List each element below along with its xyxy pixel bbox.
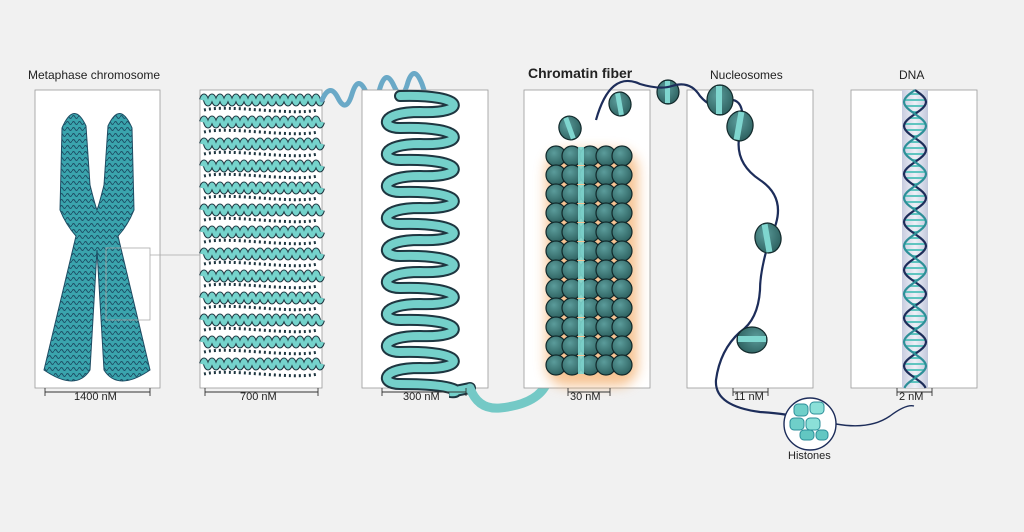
nucleosome-beads — [706, 84, 782, 354]
coil-band-shadow — [203, 348, 319, 356]
fiber-connector — [465, 375, 553, 413]
fiber-core-highlight — [578, 261, 584, 279]
fiber-core-highlight — [578, 204, 584, 222]
fiber-core-highlight — [578, 223, 584, 241]
fiber-nucleosome — [611, 164, 633, 186]
chromosome-shape — [43, 113, 151, 382]
fiber-nucleosome — [611, 297, 633, 319]
title-chromatin-fiber: Chromatin fiber — [528, 65, 633, 81]
solenoid-fiber — [545, 145, 633, 376]
dna-strand-a — [902, 89, 928, 389]
fiber-nucleosome — [611, 278, 633, 300]
zoom-box — [105, 247, 151, 321]
coil-band-shadow — [203, 216, 319, 224]
fiber-core-highlight — [578, 242, 584, 260]
nucleosome-band — [615, 92, 624, 116]
histones-label: Histones — [788, 450, 831, 462]
coil-band — [200, 270, 324, 282]
coiled-fiber — [199, 93, 325, 378]
coil-band — [200, 336, 324, 348]
scale-700nm: 700 nM — [240, 391, 277, 403]
fiber-core-highlight — [578, 356, 584, 374]
fiber-nucleosome — [611, 335, 633, 357]
fiber-core-highlight — [578, 280, 584, 298]
coil-band-shadow — [203, 106, 319, 114]
fiber-nucleosome — [611, 145, 633, 167]
fiber-core-highlight — [578, 147, 584, 165]
nucleosome — [726, 110, 754, 142]
fiber-nucleosome — [611, 202, 633, 224]
loop-fiber — [382, 91, 474, 397]
scale-2nm: 2 nM — [899, 391, 924, 403]
coil-band-shadow — [203, 194, 319, 202]
nucleosome-band — [563, 116, 576, 140]
histone-octamer — [789, 401, 829, 441]
fiber-core-highlight — [578, 166, 584, 184]
coil-band — [200, 248, 324, 260]
coil-band-shadow — [203, 326, 319, 334]
coil-band — [200, 94, 324, 106]
nucleosome-band — [665, 81, 670, 103]
nucleosome-band — [738, 336, 766, 342]
scale-1400nm: 1400 nM — [74, 391, 117, 403]
title-dna: DNA — [899, 68, 925, 82]
coil-band — [200, 292, 324, 304]
coil-band — [200, 182, 324, 194]
scale-11nm: 11 nM — [734, 391, 764, 403]
coil-band-shadow — [203, 128, 319, 136]
coil-band — [200, 226, 324, 238]
scale-300nm: 300 nM — [403, 391, 440, 403]
fiber-core-highlight — [578, 337, 584, 355]
dna-strand-b — [902, 89, 928, 389]
coil-band-shadow — [203, 260, 319, 268]
coil-band — [200, 116, 324, 128]
fiber-nucleosome — [611, 240, 633, 262]
nucleosome — [706, 84, 734, 116]
fiber-nucleosome — [611, 221, 633, 243]
fiber-nucleosome — [611, 183, 633, 205]
coil-band-shadow — [203, 238, 319, 246]
nucleosome — [754, 222, 782, 254]
title-nucleosomes: Nucleosomes — [710, 68, 783, 82]
title-metaphase: Metaphase chromosome — [28, 68, 161, 82]
fiber-nucleosome — [611, 354, 633, 376]
coil-band — [200, 314, 324, 326]
looped-fiber — [380, 89, 476, 399]
nucleosome-band — [733, 111, 745, 141]
linker-dna — [594, 79, 801, 420]
fiber-core-highlight — [578, 318, 584, 336]
dna-tail — [835, 405, 915, 427]
loose-nucleosome — [558, 115, 582, 141]
fiber-core-highlight — [578, 299, 584, 317]
coil-band-shadow — [203, 282, 319, 290]
coil-band — [200, 138, 324, 150]
scale-bars — [44, 388, 933, 396]
double-helix — [902, 89, 928, 389]
coil-band — [200, 204, 324, 216]
coil-band-shadow — [203, 370, 319, 378]
loose-nucleosome — [656, 79, 680, 105]
scale-30nm: 30 nM — [570, 391, 601, 403]
loose-nucleosome — [608, 91, 632, 117]
coil-band — [200, 358, 324, 370]
coil-band-shadow — [203, 304, 319, 312]
fiber-nucleosome — [611, 259, 633, 281]
nucleosome-band — [716, 86, 722, 114]
fiber-nucleosome — [611, 316, 633, 338]
nucleosome — [736, 326, 768, 354]
fiber-core-highlight — [578, 185, 584, 203]
coil-band-shadow — [203, 150, 319, 158]
coil-band-shadow — [203, 172, 319, 180]
coil-band — [200, 160, 324, 172]
nucleosome-band — [761, 223, 773, 253]
